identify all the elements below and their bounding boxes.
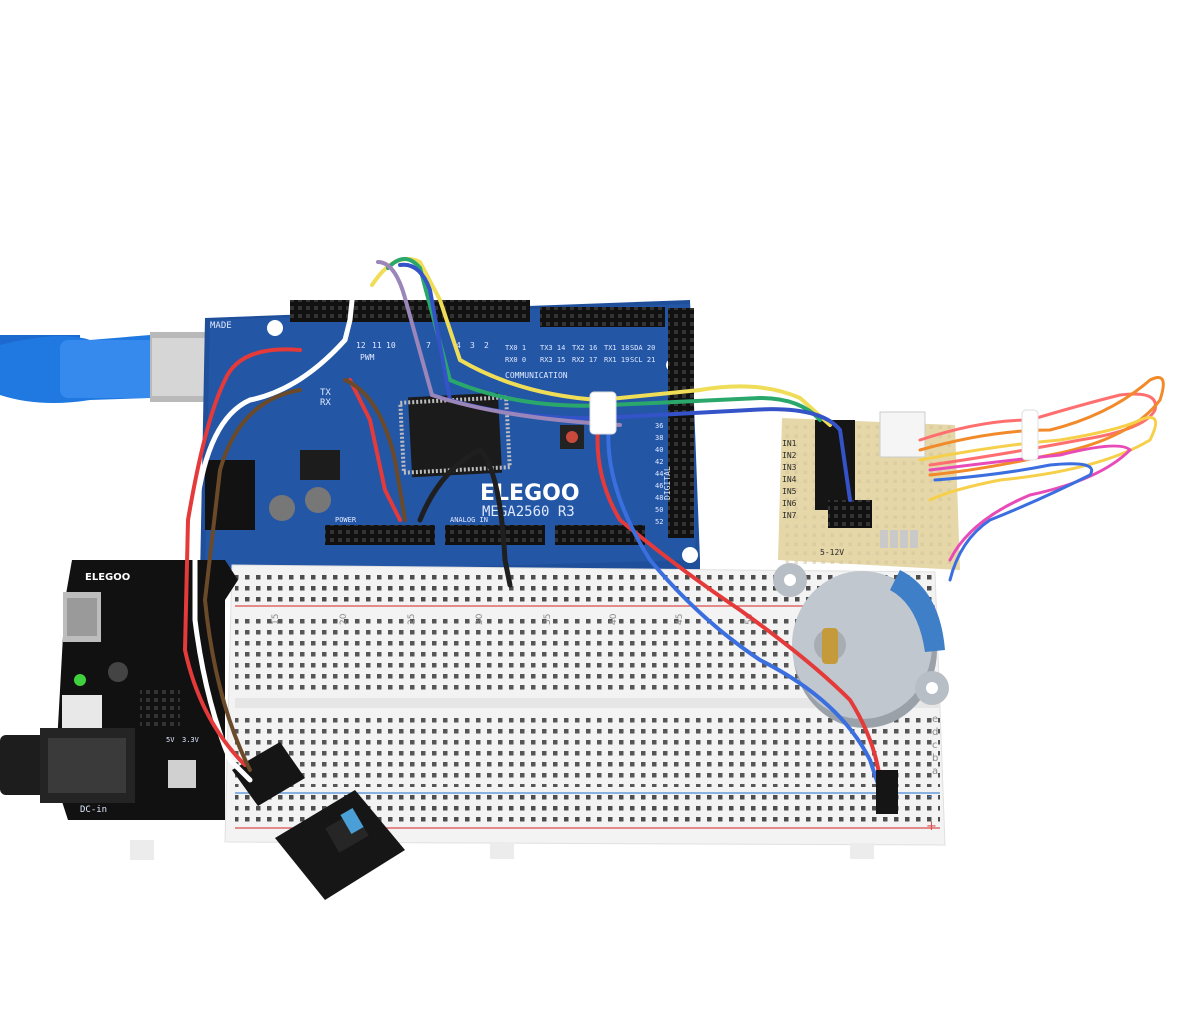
driver-voltage-label: 5-12V: [820, 548, 844, 557]
pin-label: 52: [655, 518, 663, 526]
input-label: IN6: [782, 499, 797, 508]
input-label: IN2: [782, 451, 797, 460]
side-pin-labels: 36 38 40 42 44 46 48 50 52: [655, 422, 663, 526]
pin-label: 50: [655, 506, 663, 514]
pin-label: 38: [655, 434, 663, 442]
rx-label: RX: [320, 398, 331, 408]
pin-label: TX3 14: [540, 344, 565, 352]
input-label: IN3: [782, 463, 797, 472]
arduino-mega-board: MADE COMMUNICATION TX RX PWM 12 11 10 7 …: [200, 300, 700, 578]
rail-plus-label: +: [926, 819, 937, 834]
input-label: IN4: [782, 475, 797, 484]
pin-label: 2: [484, 341, 489, 350]
row-letter: b: [932, 753, 938, 764]
pin-label: RX2 17: [572, 356, 597, 364]
pin-label: 7: [426, 341, 431, 350]
column-number: 15: [271, 614, 281, 625]
pin-label: TX1 18: [604, 344, 629, 352]
pin-label: 40: [655, 446, 663, 454]
power-label: POWER: [335, 516, 357, 524]
row-letter: c: [932, 740, 938, 751]
analog-label: ANALOG IN: [450, 516, 488, 524]
made-label: MADE: [210, 321, 232, 331]
pwm-label: PWM: [360, 353, 375, 362]
pin-label: 4: [456, 341, 461, 350]
pin-label: SDA 20: [630, 344, 655, 352]
row-letter: d: [932, 727, 938, 738]
pin-label: 36: [655, 422, 663, 430]
tx-label: TX: [320, 388, 331, 398]
power-module-brand: ELEGOO: [85, 572, 130, 583]
input-label: IN7: [782, 511, 797, 520]
input-label: IN1: [782, 439, 797, 448]
wires: [182, 256, 1165, 814]
pin-label: 44: [655, 470, 663, 478]
pin-label: TX2 16: [572, 344, 597, 352]
pin-label: 10: [386, 341, 396, 350]
pin-label: 42: [655, 458, 663, 466]
stepper-driver-board: IN1 IN2 IN3 IN4 IN5 IN6 IN7 5-12V: [778, 411, 960, 570]
digital-label: DIGITAL: [663, 466, 672, 500]
pin-label: 11: [372, 341, 382, 350]
column-number: 40: [609, 613, 619, 625]
dc-barrel-plug: [0, 728, 135, 803]
input-label: IN5: [782, 487, 797, 496]
voltage-label: 3.3V: [182, 736, 200, 744]
arduino-model-label: MEGA2560 R3: [482, 504, 575, 520]
column-number: 20: [339, 613, 349, 625]
pin-label: 48: [655, 494, 663, 502]
pin-label: TX0 1: [505, 344, 526, 352]
voltage-label: 5V: [166, 736, 175, 744]
pin-label: 46: [655, 482, 663, 490]
comm-pin-labels: TX0 1 RX0 0 TX3 14 RX3 15 TX2 16 RX2 17 …: [505, 344, 655, 364]
stepper-motor: [773, 563, 949, 728]
pin-label: RX3 15: [540, 356, 565, 364]
pin-top-labels: 12 11 10 7 4 3 2: [356, 341, 489, 350]
row-letter: e: [932, 714, 938, 725]
communication-label: COMMUNICATION: [505, 371, 568, 380]
column-number: 30: [475, 613, 485, 625]
row-letter: a: [932, 766, 938, 777]
column-number: 45: [675, 614, 685, 625]
ir-receiver-module: [232, 742, 405, 900]
driver-input-labels: IN1 IN2 IN3 IN4 IN5 IN6 IN7: [782, 439, 797, 520]
pin-label: RX1 19: [604, 356, 629, 364]
pin-label: RX0 0: [505, 356, 526, 364]
pin-label: SCL 21: [630, 356, 655, 364]
rail-minus-label: -: [928, 789, 933, 804]
pin-label: 3: [470, 341, 475, 350]
column-number: 25: [407, 614, 417, 625]
breadboard-row-letters: e d c b a: [932, 714, 938, 777]
column-number: 35: [543, 614, 553, 625]
pin-label: 12: [356, 341, 366, 350]
dc-in-label: DC-in: [80, 805, 107, 815]
